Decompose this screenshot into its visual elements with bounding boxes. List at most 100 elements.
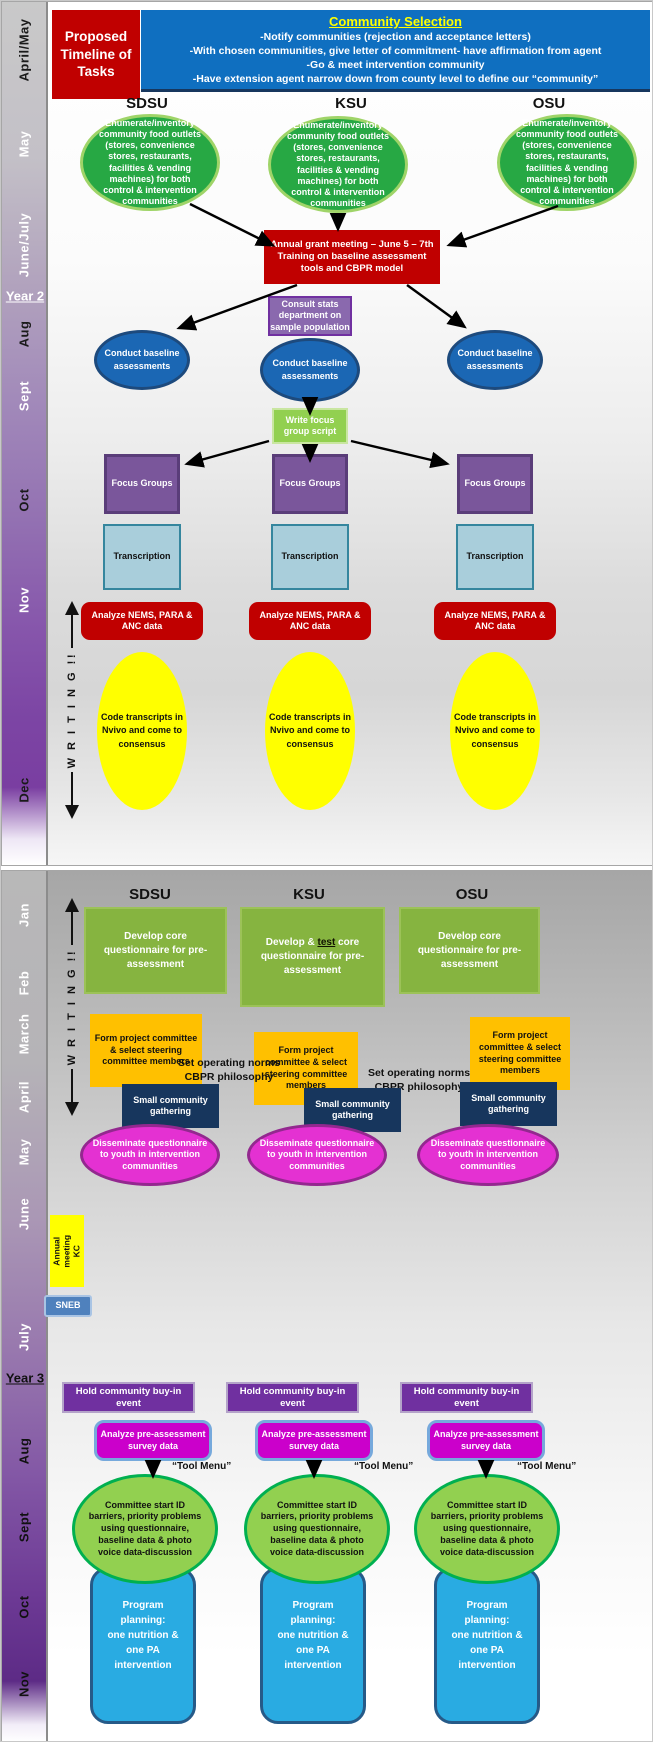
set-norms-text-1: Set operating norms CBPR philosophy — [164, 1057, 294, 1084]
annual-grant-line: Training on baseline assessment — [277, 251, 427, 263]
annual-meeting-kc-box: Annual meeting KC — [50, 1215, 84, 1287]
timeline-title: Proposed Timeline of Tasks — [60, 29, 132, 80]
month-label: Dec — [16, 777, 32, 803]
program-planning-box-sdsu: Program planning: one nutrition & one PA… — [90, 1567, 196, 1724]
writing-label: W R I T I N G !! — [66, 652, 78, 769]
month-label: May — [16, 130, 32, 158]
community-selection-title: Community Selection — [329, 14, 462, 29]
program-line: one nutrition & — [107, 1630, 179, 1641]
conduct-baseline-ellipse-osu: Conduct baseline assessments — [447, 330, 543, 390]
writing-arrow-up — [65, 898, 79, 945]
program-line: one nutrition & — [451, 1630, 523, 1641]
column-header-osu: OSU — [532, 95, 566, 112]
program-planning-box-ksu: Program planning: one nutrition & one PA… — [260, 1567, 366, 1724]
form-committee-box-osu: Form project committee & select steering… — [470, 1017, 570, 1090]
month-label: Sept — [16, 380, 32, 412]
enumerate-ellipse-ksu: Enumerate/inventory community food outle… — [268, 116, 408, 213]
program-line: Program planning: — [290, 1600, 336, 1626]
month-label: Jan — [16, 903, 32, 927]
program-line: Program planning: — [464, 1600, 510, 1626]
month-label: March — [16, 1013, 32, 1055]
program-line: one nutrition & — [277, 1630, 349, 1641]
set-norms-line: Set operating norms — [367, 1067, 471, 1079]
month-label: Oct — [16, 488, 32, 512]
disseminate-ellipse-ksu: Disseminate questionnaire to youth in in… — [247, 1124, 387, 1186]
month-label: Nov — [16, 1670, 32, 1698]
disseminate-ellipse-osu: Disseminate questionnaire to youth in in… — [417, 1124, 559, 1186]
small-gathering-box-osu: Small community gathering — [460, 1082, 557, 1126]
hold-buyin-box-ksu: Hold community buy-in event — [226, 1382, 359, 1413]
conduct-baseline-ellipse-sdsu: Conduct baseline assessments — [94, 330, 190, 390]
month-label: Feb — [16, 970, 32, 996]
form-committee-box-sdsu: Form project committee & select steering… — [90, 1014, 202, 1087]
column-header-sdsu: SDSU — [126, 95, 168, 112]
program-line: Program planning: — [120, 1600, 166, 1626]
enumerate-ellipse-sdsu: Enumerate/inventory community food outle… — [80, 114, 220, 211]
conduct-baseline-ellipse-ksu: Conduct baseline assessments — [260, 338, 360, 402]
transcription-box-osu: Transcription — [456, 524, 534, 590]
community-selection-line: -Go & meet intervention community — [306, 58, 485, 71]
focus-groups-box-ksu: Focus Groups — [272, 454, 348, 514]
annual-grant-line: tools and CBPR model — [300, 262, 404, 274]
transcription-box-ksu: Transcription — [271, 524, 349, 590]
program-line: one PA — [296, 1645, 330, 1656]
consult-stats-box: Consult stats department on sample popul… — [268, 296, 352, 336]
code-transcripts-ellipse-osu: Code transcripts in Nvivo and come to co… — [450, 652, 540, 810]
develop-core-box-ksu: Develop & test core questionnaire for pr… — [240, 907, 385, 1007]
transcription-box-sdsu: Transcription — [103, 524, 181, 590]
committee-id-ellipse-sdsu: Committee start ID barriers, priority pr… — [72, 1474, 218, 1584]
set-norms-line: CBPR philosophy — [184, 1070, 274, 1083]
develop-core-box-sdsu: Develop core questionnaire for pre-asses… — [84, 907, 227, 994]
annual-grant-line: Annual grant meeting – June 5 – 7th — [270, 239, 434, 251]
analyze-nems-box-osu: Analyze NEMS, PARA & ANC data — [434, 602, 556, 640]
program-line: intervention — [458, 1660, 516, 1671]
year-label: Year 3 — [5, 1370, 45, 1386]
analyze-pre-box-ksu: Analyze pre-assessment survey data — [255, 1420, 373, 1461]
develop-ksu-test-word: test — [317, 937, 336, 948]
program-line: one PA — [126, 1645, 160, 1656]
committee-id-ellipse-ksu: Committee start ID barriers, priority pr… — [244, 1474, 390, 1584]
sneb-box: SNEB — [44, 1295, 92, 1317]
write-focus-script-box: Write focus group script — [272, 408, 348, 444]
writing-annotation-year3: W R I T I N G !! — [57, 895, 87, 1119]
community-selection-header: Community Selection -Notify communities … — [141, 10, 650, 92]
timeline-title-box: Proposed Timeline of Tasks — [52, 10, 140, 99]
writing-label: W R I T I N G !! — [66, 949, 78, 1066]
month-label: Sept — [16, 1511, 32, 1543]
month-label: April — [16, 1080, 32, 1114]
community-selection-line: -Have extension agent narrow down from c… — [192, 72, 599, 85]
annual-meeting-kc-label: Annual meeting KC — [51, 1234, 83, 1268]
year-label: Year 2 — [5, 288, 45, 304]
code-transcripts-ellipse-sdsu: Code transcripts in Nvivo and come to co… — [97, 652, 187, 810]
code-transcripts-ellipse-ksu: Code transcripts in Nvivo and come to co… — [265, 652, 355, 810]
enumerate-ellipse-osu: Enumerate/inventory community food outle… — [497, 114, 637, 211]
writing-arrow-down — [65, 772, 79, 820]
focus-groups-box-osu: Focus Groups — [457, 454, 533, 514]
program-line: intervention — [114, 1660, 172, 1671]
month-label: April/May — [16, 18, 32, 82]
develop-core-box-osu: Develop core questionnaire for pre-asses… — [399, 907, 540, 994]
hold-buyin-box-sdsu: Hold community buy-in event — [62, 1382, 195, 1413]
tool-menu-label-osu: “Tool Menu” — [517, 1461, 577, 1472]
committee-id-ellipse-osu: Committee start ID barriers, priority pr… — [414, 1474, 560, 1584]
analyze-nems-box-sdsu: Analyze NEMS, PARA & ANC data — [81, 602, 203, 640]
month-label: Aug — [16, 320, 32, 348]
develop-ksu-prefix: Develop & — [265, 937, 318, 948]
analyze-pre-box-sdsu: Analyze pre-assessment survey data — [94, 1420, 212, 1461]
community-selection-line: -With chosen communities, give letter of… — [189, 44, 602, 57]
column-header-ksu: KSU — [293, 886, 325, 903]
focus-groups-box-sdsu: Focus Groups — [104, 454, 180, 514]
month-label: June — [16, 1197, 32, 1231]
disseminate-ellipse-sdsu: Disseminate questionnaire to youth in in… — [80, 1124, 220, 1186]
set-norms-line: Set operating norms — [177, 1057, 281, 1069]
program-planning-box-osu: Program planning: one nutrition & one PA… — [434, 1567, 540, 1724]
writing-arrow-down — [65, 1069, 79, 1117]
month-label: May — [16, 1138, 32, 1166]
month-label: Nov — [16, 586, 32, 614]
analyze-pre-box-osu: Analyze pre-assessment survey data — [427, 1420, 545, 1461]
